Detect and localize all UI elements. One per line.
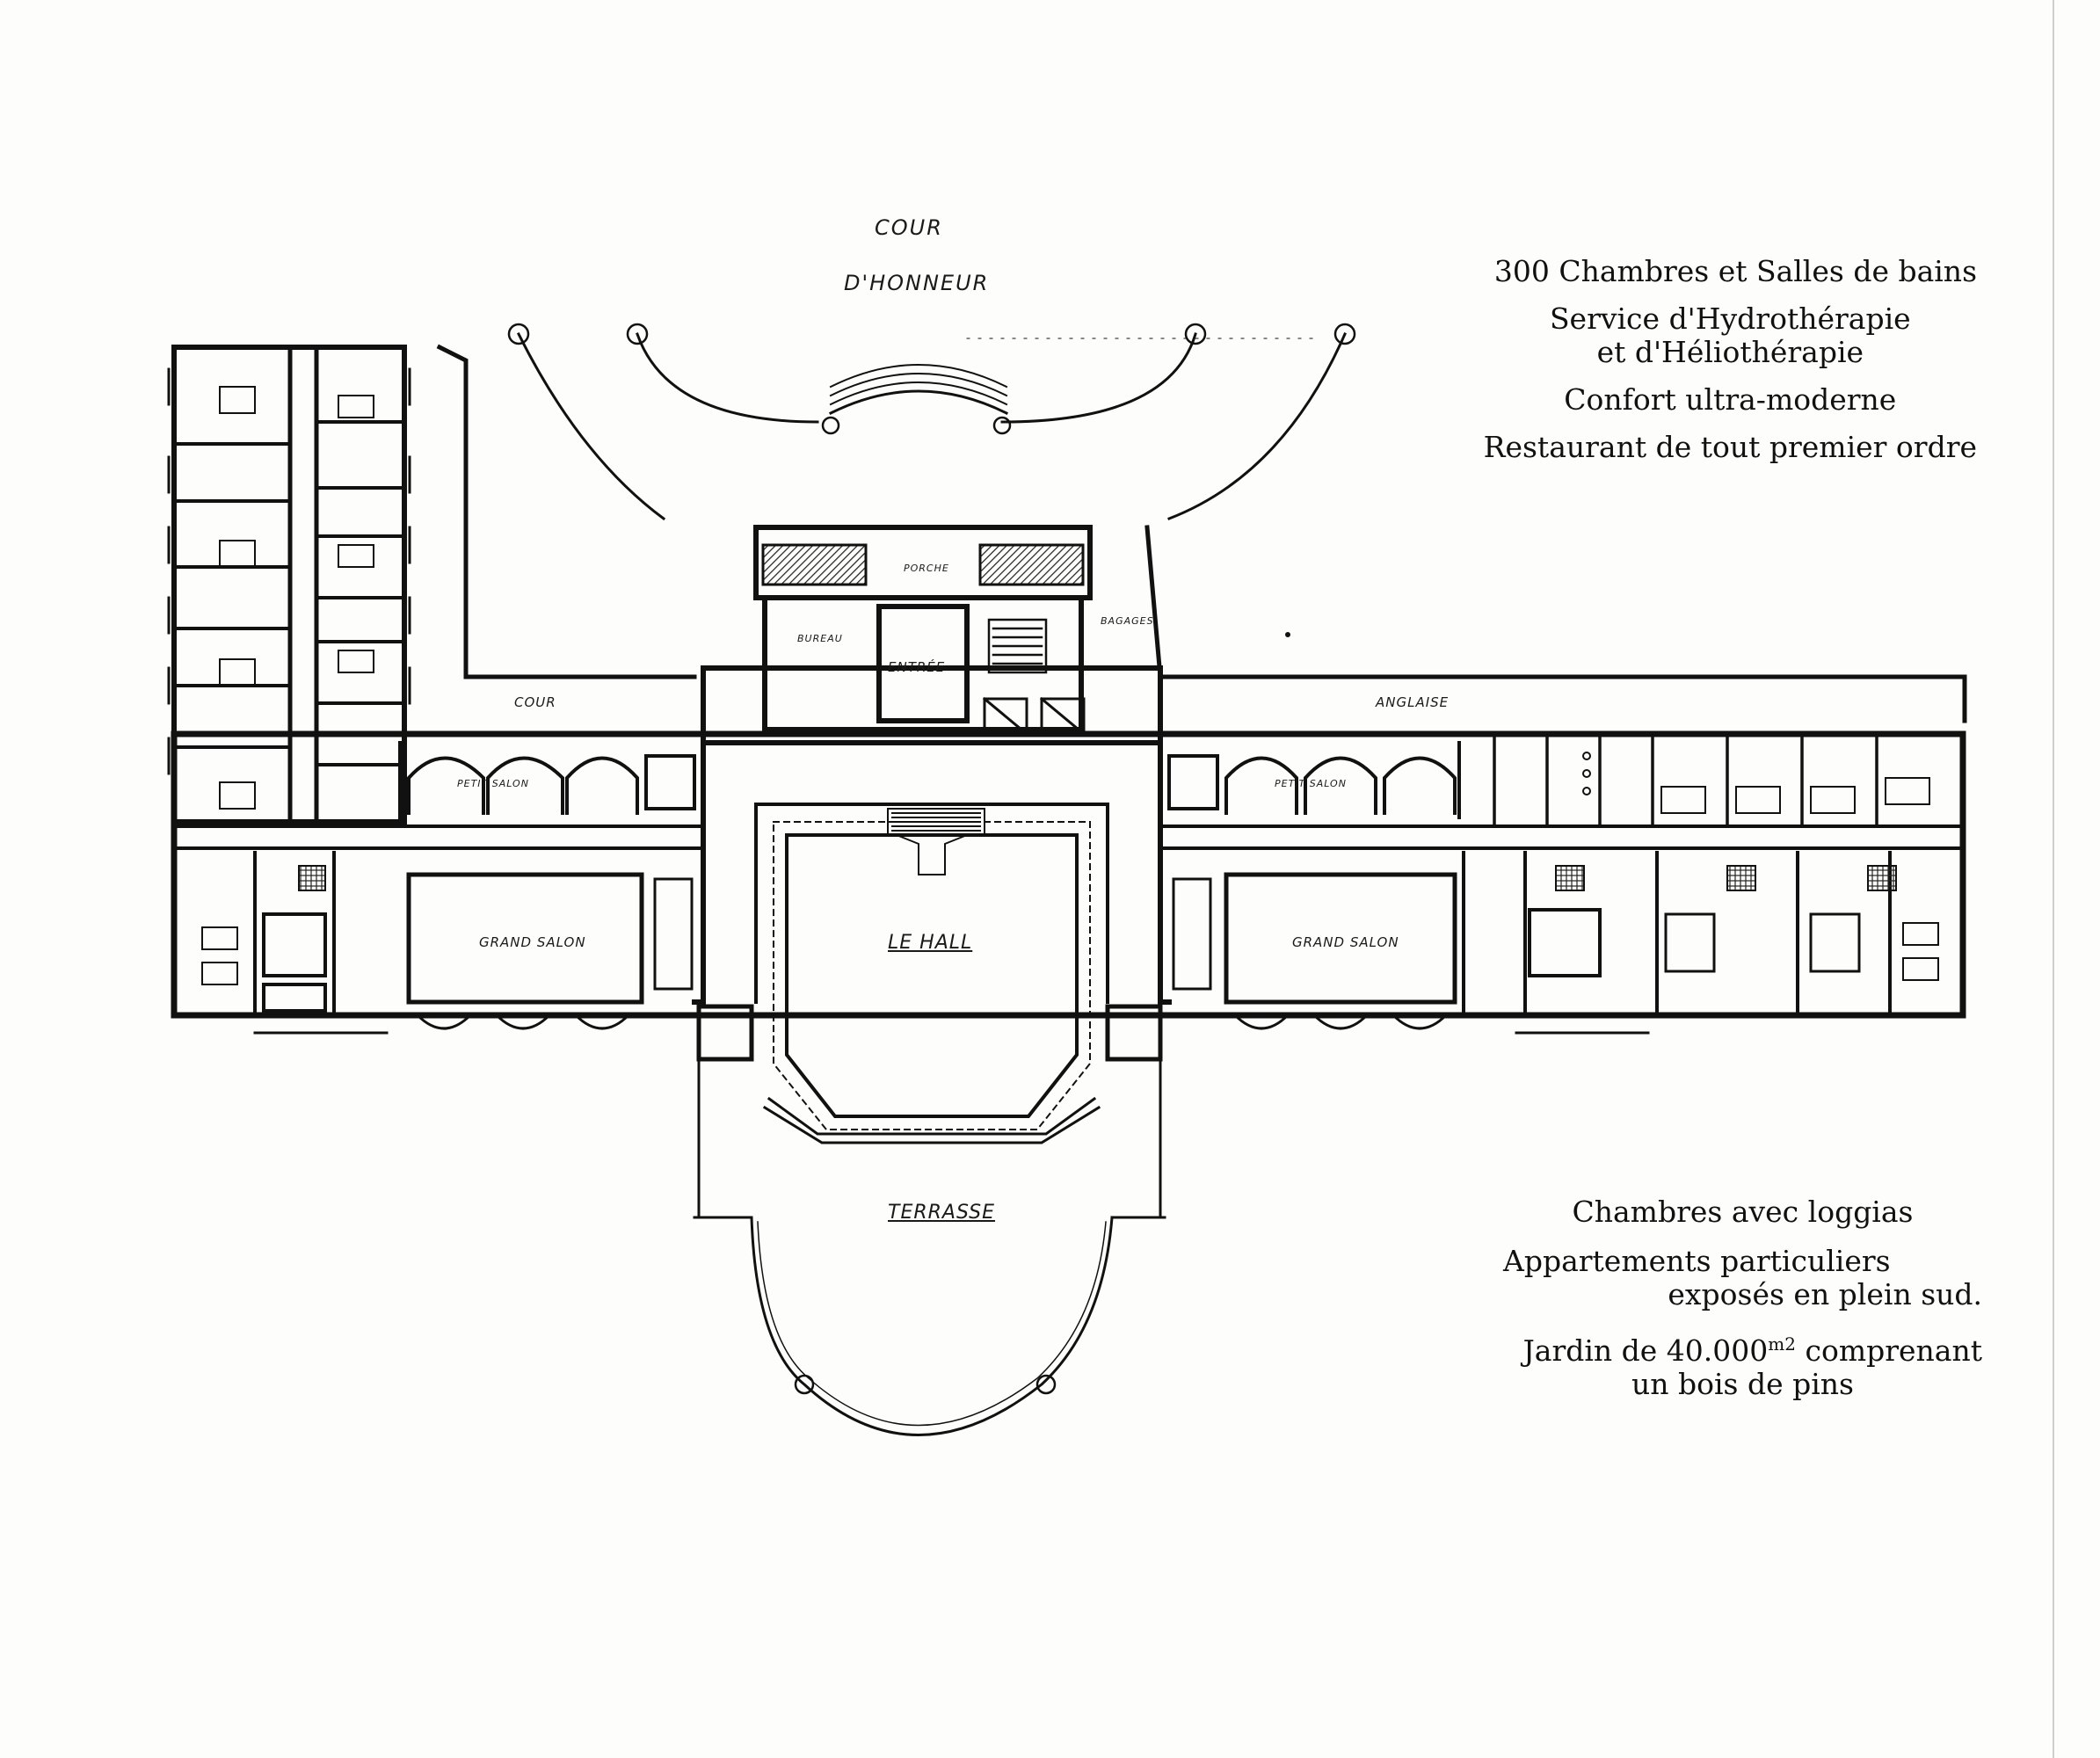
label-bureau: BUREAU [797, 633, 843, 644]
terrasse [693, 1057, 1166, 1436]
info-bottom: Chambres avec loggias Appartements parti… [1503, 1195, 1982, 1401]
main-corridor [172, 825, 1965, 850]
left-wing [171, 345, 407, 825]
label-bagages: BAGAGES [1101, 615, 1154, 627]
label-terrasse: TERRASSE [888, 1202, 996, 1224]
hall-outer [692, 740, 1172, 1005]
info-bottom-line1: Chambres avec loggias [1572, 1195, 1914, 1229]
page-edge-line [2053, 0, 2054, 1758]
petit-salon-left [398, 741, 696, 819]
main-body [171, 730, 1966, 1019]
grand-salon-left [406, 872, 694, 1005]
label-cour-top: COUR [875, 215, 943, 240]
cour-honneur-arcs [516, 331, 1347, 521]
hall-pavilions [696, 1004, 1163, 1062]
info-bottom-unit: m2 [1768, 1333, 1796, 1355]
info-bottom-line2: Appartements particuliers [1503, 1244, 1891, 1278]
label-petit-salon-right: PETIT SALON [1275, 778, 1347, 789]
central-block [701, 525, 1163, 745]
petit-salon-right [1167, 741, 1461, 819]
right-grid-1 [1555, 865, 1585, 891]
courtyard-wall [436, 344, 1967, 723]
left-lower-rooms [201, 851, 336, 1013]
info-top-line2: Service d'Hydrothérapie [1549, 301, 1911, 336]
hall-stair [887, 808, 985, 875]
plan-dot [1285, 632, 1290, 637]
right-grid-3 [1867, 865, 1897, 891]
info-bottom-line4-b: comprenant [1805, 1333, 1982, 1368]
label-entree: ENTRÉE [888, 659, 946, 675]
porche-planter-left [761, 543, 868, 586]
info-top-line5: Restaurant de tout premier ordre [1483, 430, 1977, 464]
entrance-stair [987, 618, 1048, 674]
info-bottom-line3: exposés en plein sud. [1668, 1277, 1982, 1311]
info-top-line3: et d'Héliothérapie [1596, 335, 1864, 369]
label-porche: PORCHE [904, 563, 949, 574]
info-bottom-line5: un bois de pins [1631, 1367, 1854, 1401]
right-grid-2 [1726, 865, 1756, 891]
front-bays [253, 1013, 1650, 1035]
label-grand-salon-left: GRAND SALON [479, 934, 586, 950]
left-wing-windows [167, 367, 411, 775]
left-wing-fixtures [219, 386, 374, 810]
label-petit-salon-left: PETIT SALON [457, 778, 529, 789]
left-lower-grid [298, 865, 326, 891]
info-top: 300 Chambres et Salles de bains Service … [1484, 255, 1977, 464]
label-anglaise: ANGLAISE [1376, 694, 1450, 710]
porche-planter-right [978, 543, 1085, 586]
right-lower-rooms [1462, 851, 1939, 1013]
info-bottom-line4-a: Jardin de 40.000 [1522, 1333, 1769, 1368]
right-upper-rooms [1493, 737, 1930, 828]
hall-inner [754, 803, 1109, 1130]
hall-steps [762, 1096, 1101, 1144]
info-top-line1: 300 Chambres et Salles de bains [1493, 254, 1977, 288]
label-le-hall: LE HALL [888, 932, 973, 954]
label-cour-left: COUR [514, 694, 556, 710]
info-bottom-line4: Jardin de 40.000m2 comprenant [1503, 1327, 1982, 1368]
grand-salon-right [1172, 872, 1457, 1005]
terrasse-ornaments [794, 1374, 1057, 1395]
cour-ornaments [507, 323, 1356, 435]
label-honneur: D'HONNEUR [844, 271, 990, 295]
label-grand-salon-right: GRAND SALON [1292, 934, 1399, 950]
info-top-line4: Confort ultra-moderne [1564, 382, 1897, 417]
